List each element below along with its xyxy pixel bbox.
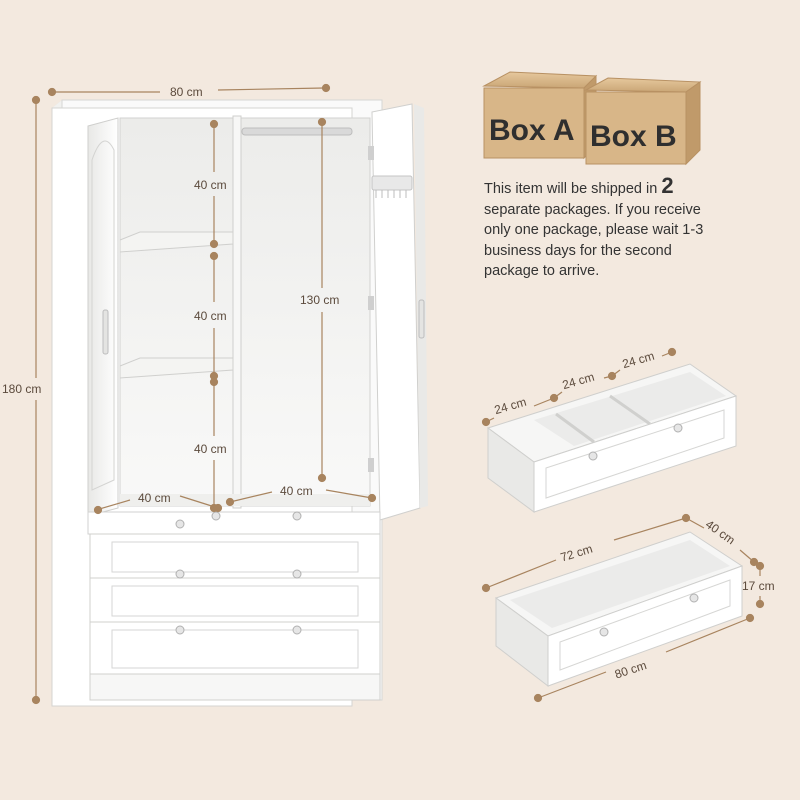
dimension-lines [31, 83, 377, 705]
outer-width-label: 80 cm [613, 658, 648, 681]
compartment-label-1: 24 cm [493, 395, 528, 417]
small-drawer-dimensions [481, 347, 677, 427]
shipping-notice: This item will be shipped in 2 separate … [484, 173, 724, 282]
large-drawer [494, 531, 744, 688]
shelf-1 [119, 231, 234, 253]
plinth [89, 673, 381, 701]
box-a: Box A [482, 71, 598, 160]
knob-icon [673, 423, 683, 433]
wardrobe [51, 99, 428, 707]
package-count: 2 [661, 173, 674, 198]
right-door-handle [418, 299, 425, 339]
tie-rack [371, 175, 413, 191]
small-drawer [486, 363, 738, 513]
hanging-height-label: 130 cm [300, 293, 339, 307]
knob-icon [211, 511, 221, 521]
box-b: Box B [584, 77, 702, 166]
left-door-handle [102, 309, 109, 355]
drawer-depth-label: 40 cm [703, 517, 738, 547]
height-label: 180 cm [2, 382, 41, 396]
box-b-label: Box B [590, 120, 677, 153]
center-divider [232, 115, 242, 509]
inner-width-label: 72 cm [559, 542, 594, 565]
drawer-2 [89, 569, 381, 623]
top-drawer-strip [87, 511, 381, 535]
shelf-height-label-2: 40 cm [194, 309, 227, 323]
hinge-icon [368, 146, 374, 160]
drawer-height-label: 17 cm [742, 579, 775, 593]
knob-icon [599, 627, 609, 637]
hinge-icon [368, 458, 374, 472]
compartment-label-3: 24 cm [621, 349, 656, 371]
shelf-height-label-3: 40 cm [194, 442, 227, 456]
box-a-label: Box A [489, 114, 575, 147]
shelf-height-label-1: 40 cm [194, 178, 227, 192]
knob-icon [292, 511, 302, 521]
left-compartment [119, 117, 236, 507]
right-door [371, 103, 421, 521]
knob-icon [689, 593, 699, 603]
hanging-rod [241, 127, 353, 136]
drawer-3 [89, 621, 381, 675]
width-label: 80 cm [170, 85, 203, 99]
large-drawer-dimensions [481, 513, 765, 703]
hinge-icon [368, 296, 374, 310]
left-depth-label: 40 cm [138, 491, 171, 505]
left-door-arch [91, 140, 115, 491]
shipping-details: separate packages. If you receive only o… [484, 201, 704, 280]
shipping-intro: This item will be shipped in [484, 181, 662, 197]
right-depth-label: 40 cm [280, 484, 313, 498]
knob-icon [588, 451, 598, 461]
shelf-2 [119, 357, 234, 379]
compartment-label-2: 24 cm [561, 370, 596, 392]
right-compartment [237, 117, 371, 507]
